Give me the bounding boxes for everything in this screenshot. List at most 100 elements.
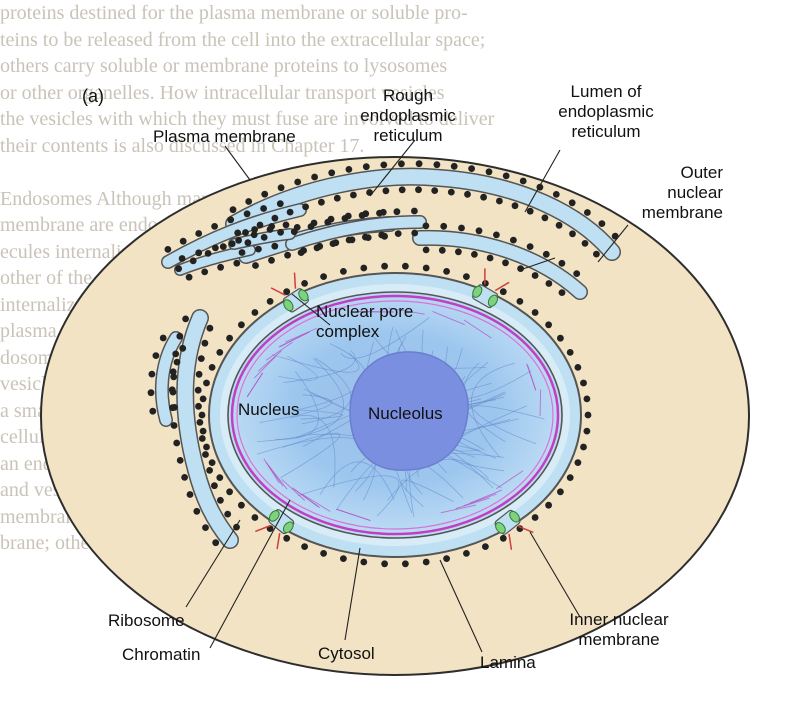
ribosome	[458, 224, 465, 232]
ribosome	[238, 501, 245, 509]
ribosome	[311, 173, 318, 181]
chromatin-fiber	[278, 355, 318, 381]
ribosome	[422, 264, 430, 272]
chromatin-fiber	[496, 470, 524, 490]
ribosome	[173, 358, 181, 366]
ribosome	[358, 212, 366, 219]
chromatin-fiber	[455, 497, 490, 510]
label-nuclear-pore-complex: Nuclear pore complex	[316, 302, 414, 341]
ribosome	[195, 230, 203, 237]
ribosome	[443, 268, 450, 275]
ribosome	[443, 555, 450, 562]
ribosome	[378, 231, 386, 239]
ribosome	[422, 222, 430, 230]
ribosome	[566, 474, 574, 481]
ribosome	[283, 534, 291, 542]
ribosome	[475, 227, 483, 235]
ribosome	[313, 244, 321, 252]
ribosome	[238, 321, 245, 329]
leader-lines	[185, 139, 629, 653]
ribosome	[216, 349, 224, 356]
ribosome	[185, 273, 193, 281]
ribosome	[199, 427, 207, 435]
ribosome	[580, 379, 587, 387]
nucleolus	[349, 351, 469, 471]
ribosome	[277, 184, 285, 192]
ribosome	[362, 163, 370, 171]
ribosome	[169, 388, 177, 396]
ribosome	[152, 352, 160, 359]
ribosome	[233, 259, 241, 267]
pore-ring	[298, 289, 309, 302]
ribosome	[433, 161, 441, 169]
chromatin-fiber	[388, 307, 425, 315]
label-cytosol: Cytosol	[318, 644, 375, 663]
ribosome	[411, 207, 418, 215]
ribosome	[216, 474, 224, 481]
ribosome	[557, 334, 564, 342]
ribosome	[202, 451, 209, 458]
ribosome	[242, 229, 249, 236]
ribosome	[224, 510, 232, 518]
chromatin-fiber	[268, 465, 288, 490]
er-lumen	[286, 216, 426, 250]
pore-ring	[509, 510, 520, 523]
ribosome	[340, 555, 347, 562]
ribosome	[320, 273, 327, 280]
label-rough-er: Rough endoplasmic reticulum	[360, 86, 456, 145]
ribosome	[345, 166, 353, 173]
ribosome	[229, 206, 237, 214]
ribosome	[290, 228, 298, 236]
ribosome	[345, 236, 353, 244]
chromatin-fiber	[440, 504, 476, 514]
pore-filament	[270, 287, 286, 296]
ribosome	[382, 187, 390, 195]
ribosome	[440, 222, 448, 230]
ribosome	[380, 161, 388, 169]
ribosome	[260, 205, 267, 212]
ribosome	[463, 550, 470, 557]
chromatin-fiber	[301, 493, 331, 512]
ribosome	[186, 491, 194, 498]
chromatin-fiber	[301, 357, 352, 425]
ribosome	[340, 268, 347, 275]
ribosome	[175, 265, 183, 273]
ribosome	[411, 229, 419, 237]
ribosome	[198, 411, 206, 419]
ribosome	[531, 514, 539, 521]
ribosome	[173, 439, 181, 447]
chromatin-fiber	[275, 371, 319, 440]
pore-filament	[293, 272, 297, 289]
ribosome	[193, 507, 201, 515]
chromatin-fiber	[400, 479, 454, 507]
background-text-line: or other organelles. How intracellular t…	[0, 81, 445, 104]
ribosome	[502, 259, 509, 267]
pore-filament	[276, 533, 281, 550]
nuclear-pore-complex	[472, 268, 510, 309]
ribosome	[195, 370, 203, 378]
ribosome	[170, 373, 178, 381]
ribosome	[219, 243, 227, 251]
ribosome	[203, 379, 210, 387]
chromatin-fiber	[257, 350, 282, 372]
er-lumen	[162, 204, 306, 268]
ribosome	[574, 459, 582, 466]
ribosome	[486, 254, 494, 262]
ribosome	[393, 208, 401, 216]
chromatin-fiber	[467, 405, 545, 443]
lamina-inner	[236, 300, 554, 530]
ribosome	[179, 344, 187, 352]
ribosome	[201, 268, 209, 276]
ribosome	[178, 255, 186, 262]
ribosome	[148, 370, 156, 378]
ribosome	[558, 259, 566, 267]
ribosome	[526, 243, 534, 251]
chromatin-fiber	[432, 310, 465, 326]
nuclear-pore-complex	[494, 509, 534, 550]
ribosome	[583, 427, 591, 435]
ribosome	[217, 263, 225, 271]
ribosome	[580, 443, 587, 451]
ribosome	[542, 250, 550, 258]
ribosome	[415, 160, 423, 168]
